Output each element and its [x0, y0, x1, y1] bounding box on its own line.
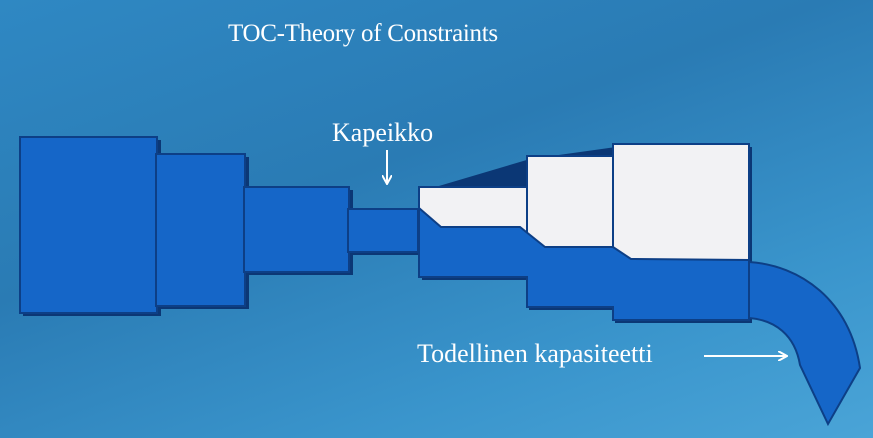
bottleneck-segment [347, 208, 419, 253]
actual-capacity-label: Todellinen kapasiteetti [417, 339, 653, 368]
pipe-segment-3 [243, 186, 350, 273]
slide-title: TOC-Theory of Constraints [228, 20, 498, 47]
pipe-segment-2 [155, 153, 246, 307]
outlet-elbow [748, 260, 862, 427]
pipe-segment-1 [19, 136, 158, 314]
bottleneck-label: Kapeikko [332, 118, 434, 147]
excess-capacity-block-2 [526, 155, 615, 252]
excess-capacity-block-3 [612, 143, 750, 263]
